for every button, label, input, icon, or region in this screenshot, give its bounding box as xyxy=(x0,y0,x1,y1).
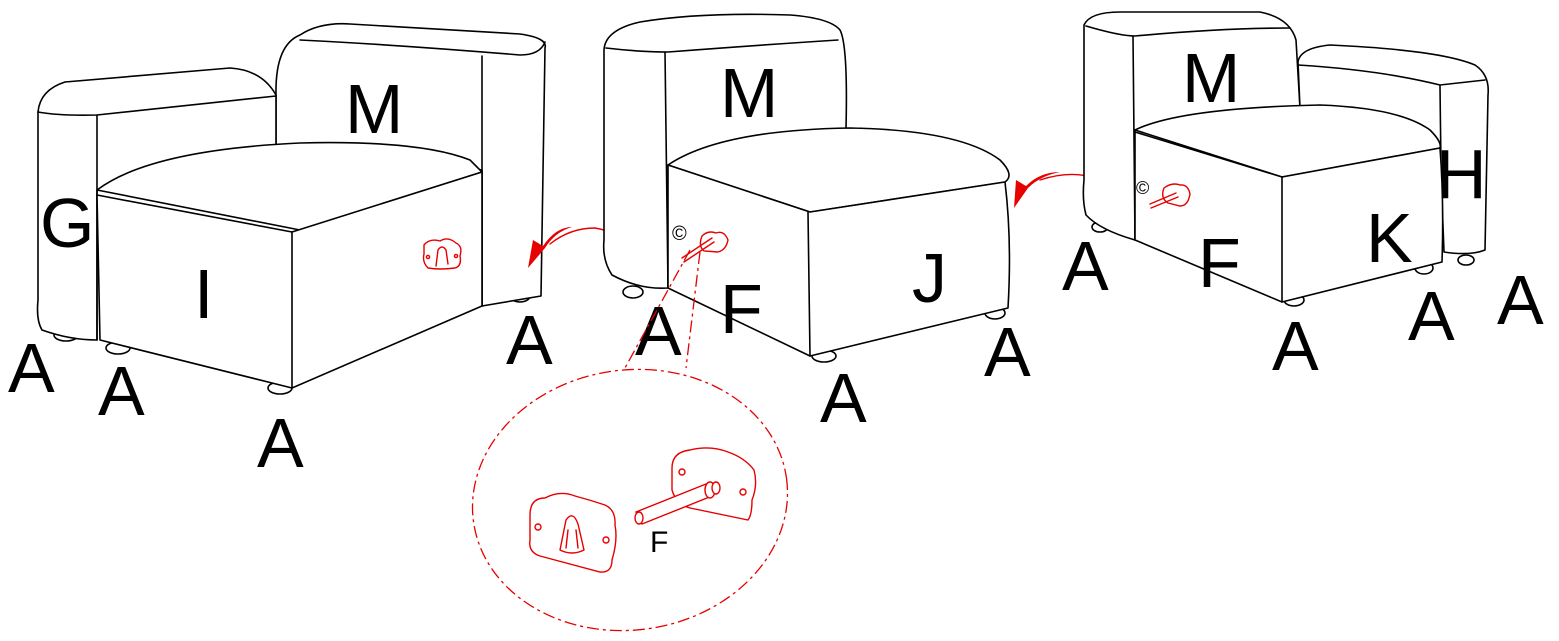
label-left-back: M xyxy=(345,70,403,148)
label-foot: A xyxy=(1062,227,1109,305)
foot-shape xyxy=(622,285,644,299)
left-sofa-module: G M I A A A A xyxy=(8,22,553,482)
label-left-arm: G xyxy=(40,184,94,262)
seat-corner-edge xyxy=(807,211,811,357)
right-sofa-module: © M H K F A A A A xyxy=(1062,11,1544,385)
bracket-plate-icon xyxy=(422,238,462,270)
back-top-edge xyxy=(605,39,839,53)
seat-top-shape xyxy=(96,141,483,231)
back-top-edge xyxy=(299,39,546,56)
label-foot: A xyxy=(820,359,867,437)
label-middle-back: M xyxy=(720,54,778,132)
label-detail-connector: F xyxy=(650,526,668,559)
label-foot: A xyxy=(257,404,304,482)
seat-top-shape xyxy=(667,127,1010,213)
back-top-edge xyxy=(1085,25,1291,37)
label-foot: A xyxy=(1497,261,1544,339)
label-left-seat: I xyxy=(194,255,213,333)
detail-callout: F xyxy=(471,249,789,632)
label-right-seat: K xyxy=(1366,199,1413,277)
label-foot: A xyxy=(984,313,1031,391)
seat-body-shape xyxy=(1134,131,1444,303)
middle-sofa-module: © M J F A A A xyxy=(602,13,1031,437)
label-foot: A xyxy=(1272,307,1319,385)
back-cushion-shape xyxy=(275,22,547,307)
label-right-arm: H xyxy=(1436,135,1487,213)
label-middle-connector: F xyxy=(720,270,763,348)
label-right-connector: F xyxy=(1198,224,1241,302)
arm-top-edge xyxy=(1297,64,1486,86)
label-foot: A xyxy=(98,352,145,430)
seat-body-shape xyxy=(667,164,1011,357)
bracket-pin-icon xyxy=(1149,183,1191,209)
label-right-back: M xyxy=(1182,39,1240,117)
detail-bracket-plate-icon xyxy=(529,492,617,573)
label-foot: A xyxy=(8,329,55,407)
label-c-clip: © xyxy=(1136,178,1149,198)
seat-top-shape xyxy=(1134,104,1442,178)
label-foot: A xyxy=(506,301,553,379)
foot-shape xyxy=(1457,254,1475,266)
label-middle-seat: J xyxy=(912,239,947,317)
label-c-clip: © xyxy=(672,223,687,245)
label-foot: A xyxy=(1408,277,1455,355)
label-foot: A xyxy=(635,292,682,370)
